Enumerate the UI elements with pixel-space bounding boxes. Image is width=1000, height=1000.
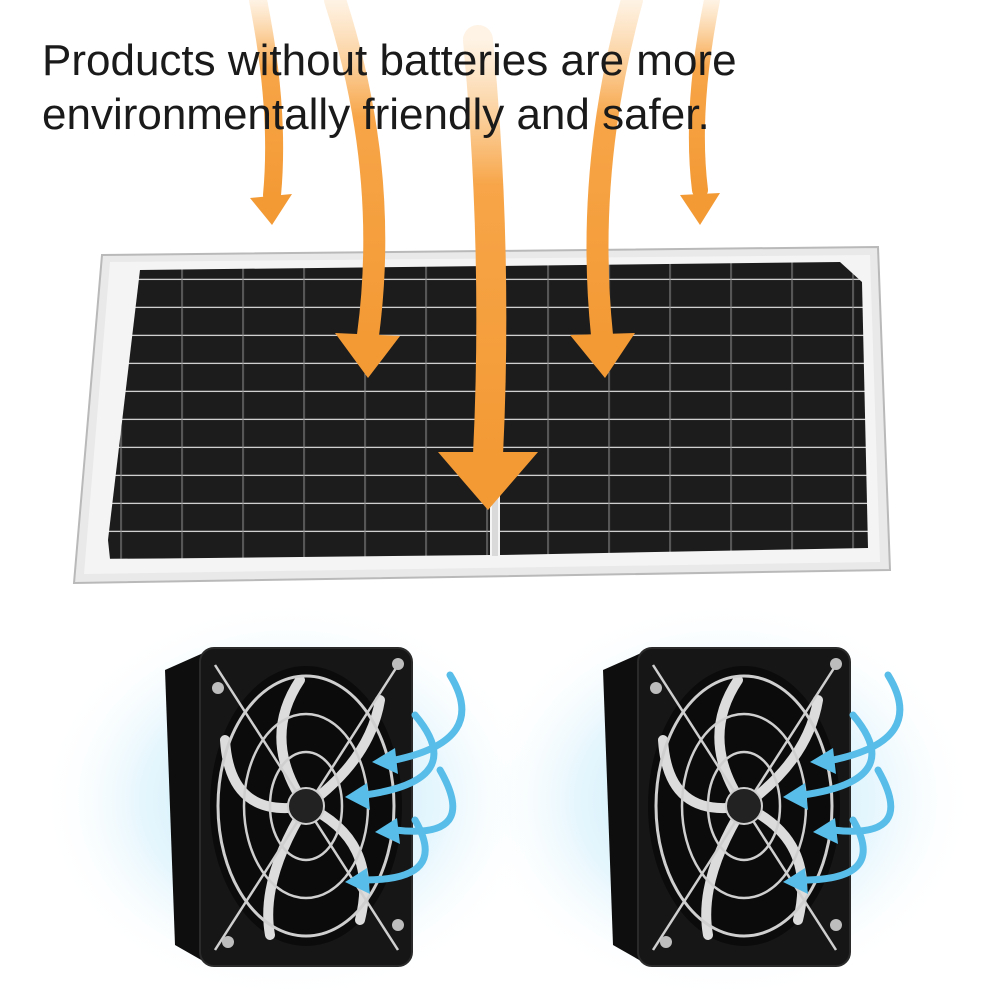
airflow-arrow-icon xyxy=(372,671,466,774)
fan-right xyxy=(603,647,851,967)
sunlight-arrow-icon xyxy=(249,0,292,225)
airflow-arrow-icon xyxy=(375,766,457,844)
solar-cells-right xyxy=(500,262,868,555)
airflow-arrow-icon xyxy=(783,816,867,894)
airflow-arrow-icon xyxy=(783,711,876,810)
sunlight-arrow-icon xyxy=(324,0,400,378)
sunlight-arrow-icon xyxy=(680,0,720,225)
solar-cells-left xyxy=(108,266,490,559)
airflow-arrow-icon xyxy=(810,671,904,774)
airflow-arrow-icon xyxy=(813,766,895,844)
airflow-arrows-right xyxy=(783,671,904,894)
fan-left xyxy=(165,647,413,967)
airflow-arrow-icon xyxy=(345,816,429,894)
sunlight-arrow-icon xyxy=(570,0,643,378)
headline-line-1: Products without batteries are more xyxy=(42,36,737,85)
airflow-arrow-icon xyxy=(345,711,438,810)
sunlight-arrow-icon xyxy=(438,25,538,510)
headline-line-2: environmentally friendly and safer. xyxy=(42,90,710,139)
sunlight-arrows xyxy=(249,0,720,510)
airflow-arrows-left xyxy=(345,671,466,894)
headline: Products without batteries are more envi… xyxy=(42,34,942,142)
